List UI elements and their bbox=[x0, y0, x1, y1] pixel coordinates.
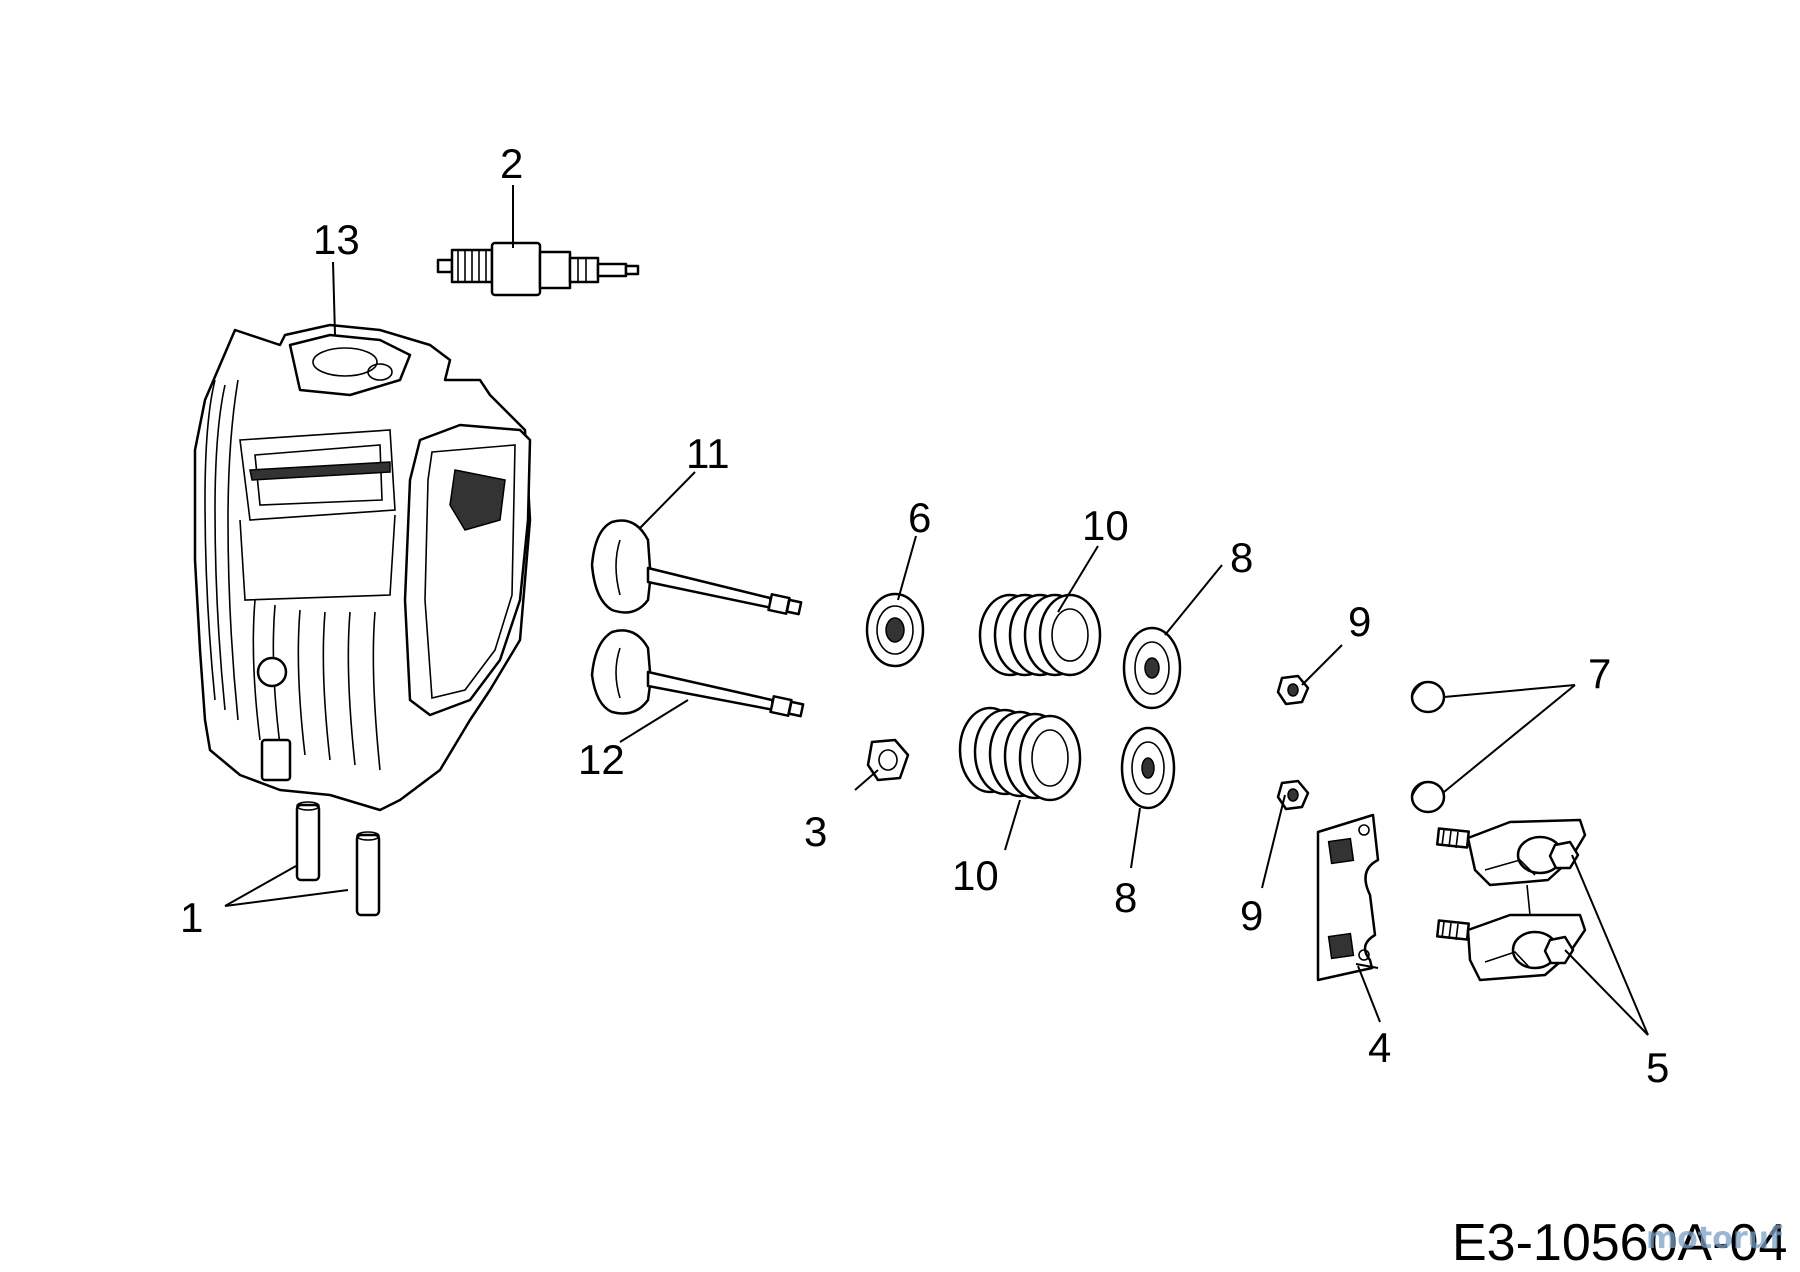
nut-part-9-lower bbox=[1276, 779, 1310, 811]
callout-6: 6 bbox=[908, 494, 931, 541]
cylinder-head-part-13 bbox=[193, 323, 532, 812]
callout-9-lower: 9 bbox=[1240, 892, 1263, 939]
valve-spring-part-10-lower bbox=[958, 706, 1082, 802]
rocker-arm-part-5-upper bbox=[1435, 818, 1587, 887]
drawing-code: E3-10560A-04 bbox=[1452, 1214, 1787, 1272]
valve-cap-part-7-lower bbox=[1410, 780, 1446, 814]
spark-plug-part-2 bbox=[436, 241, 640, 297]
callout-4: 4 bbox=[1368, 1024, 1391, 1071]
valve-seal-part-6 bbox=[865, 592, 925, 668]
callout-8-upper: 8 bbox=[1230, 534, 1253, 581]
valve-cap-part-7-upper bbox=[1410, 680, 1446, 714]
dowel-pins-part-1 bbox=[295, 801, 381, 917]
callout-13: 13 bbox=[313, 216, 360, 263]
callout-10-upper: 10 bbox=[1082, 502, 1129, 549]
spring-retainer-part-8-upper bbox=[1122, 626, 1182, 710]
callout-11: 11 bbox=[686, 430, 730, 477]
guide-plate-part-4 bbox=[1316, 813, 1380, 982]
callout-9-upper: 9 bbox=[1348, 598, 1371, 645]
leader-lines bbox=[224, 185, 1649, 1036]
callout-5: 5 bbox=[1646, 1044, 1669, 1091]
rocker-arm-part-5-lower bbox=[1435, 884, 1587, 982]
valve-spring-part-10-upper bbox=[978, 593, 1102, 677]
callout-10-lower: 10 bbox=[952, 852, 999, 899]
callout-8-lower: 8 bbox=[1114, 874, 1137, 921]
watermark-logo: motoruf bbox=[1646, 1221, 1783, 1256]
spring-retainer-part-8-lower bbox=[1120, 726, 1176, 810]
valve-part-12 bbox=[590, 629, 805, 718]
callout-3: 3 bbox=[804, 808, 827, 855]
callout-7: 7 bbox=[1588, 650, 1611, 697]
callout-1: 1 bbox=[180, 894, 203, 941]
callout-2: 2 bbox=[500, 140, 523, 187]
callout-labels: 13 2 1 11 12 6 3 10 10 8 8 9 9 7 4 5 bbox=[180, 140, 1669, 1091]
callout-12: 12 bbox=[578, 736, 625, 783]
nut-part-9-upper bbox=[1276, 674, 1310, 706]
valve-part-11 bbox=[590, 519, 803, 616]
